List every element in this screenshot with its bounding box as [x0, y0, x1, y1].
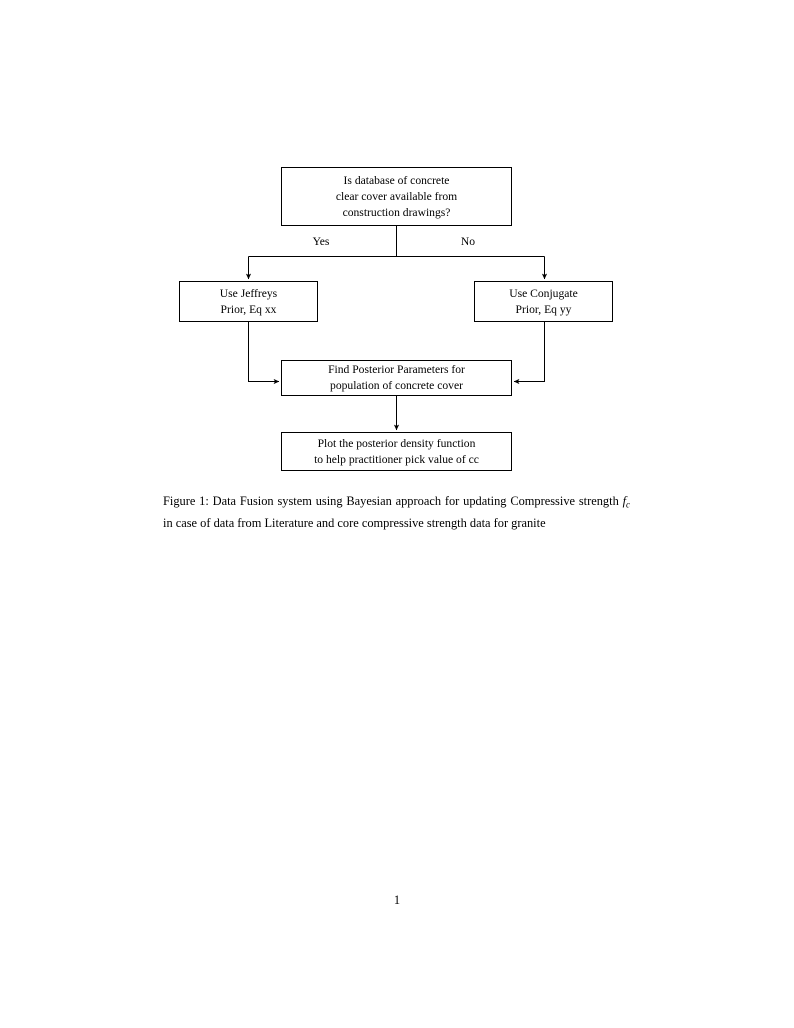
decision-node: Is database of concrete clear cover avai…: [281, 167, 512, 226]
figure-caption: Figure 1: Data Fusion system using Bayes…: [163, 492, 630, 533]
edge-label-yes: Yes: [312, 235, 330, 248]
posterior-parameters-node-line-1: Find Posterior Parameters for: [328, 363, 465, 376]
figure-caption-label: Figure 1:: [163, 494, 209, 508]
plot-density-node-line-1: Plot the posterior density function: [317, 436, 476, 450]
page-number: 1: [393, 893, 401, 907]
figure-caption-math-subscript: c: [626, 499, 630, 510]
figure-caption-text-before: Data Fusion system using Bayesian approa…: [208, 494, 623, 508]
conjugate-prior-node-line-1: Use Conjugate: [509, 286, 578, 300]
conjugate-prior-node-line-2: Prior, Eq yy: [515, 302, 572, 316]
jeffreys-prior-node-line-2: Prior, Eq xx: [220, 302, 277, 316]
edge-label-no: No: [460, 235, 476, 248]
posterior-parameters-node-line-2: population of concrete cover: [330, 379, 463, 392]
flowchart-connectors: [245, 226, 548, 431]
figure-caption-math-symbol: f: [622, 494, 627, 508]
decision-node-line-3: construction drawings?: [342, 205, 451, 219]
plot-density-node-line-2: to help practitioner pick value of cc: [314, 452, 479, 466]
decision-node-line-2: clear cover available from: [335, 189, 458, 203]
plot-density-node: Plot the posterior density function to h…: [281, 432, 512, 471]
posterior-parameters-node: Find Posterior Parameters for population…: [281, 360, 512, 396]
figure-caption-text-after: in case of data from Literature and core…: [163, 516, 546, 531]
jeffreys-prior-node: Use Jeffreys Prior, Eq xx: [179, 281, 318, 322]
decision-node-line-1: Is database of concrete: [343, 173, 450, 187]
figure-flowchart: Is database of concrete clear cover avai…: [0, 0, 794, 490]
conjugate-prior-node: Use Conjugate Prior, Eq yy: [474, 281, 613, 322]
jeffreys-prior-node-line-1: Use Jeffreys: [219, 286, 278, 300]
